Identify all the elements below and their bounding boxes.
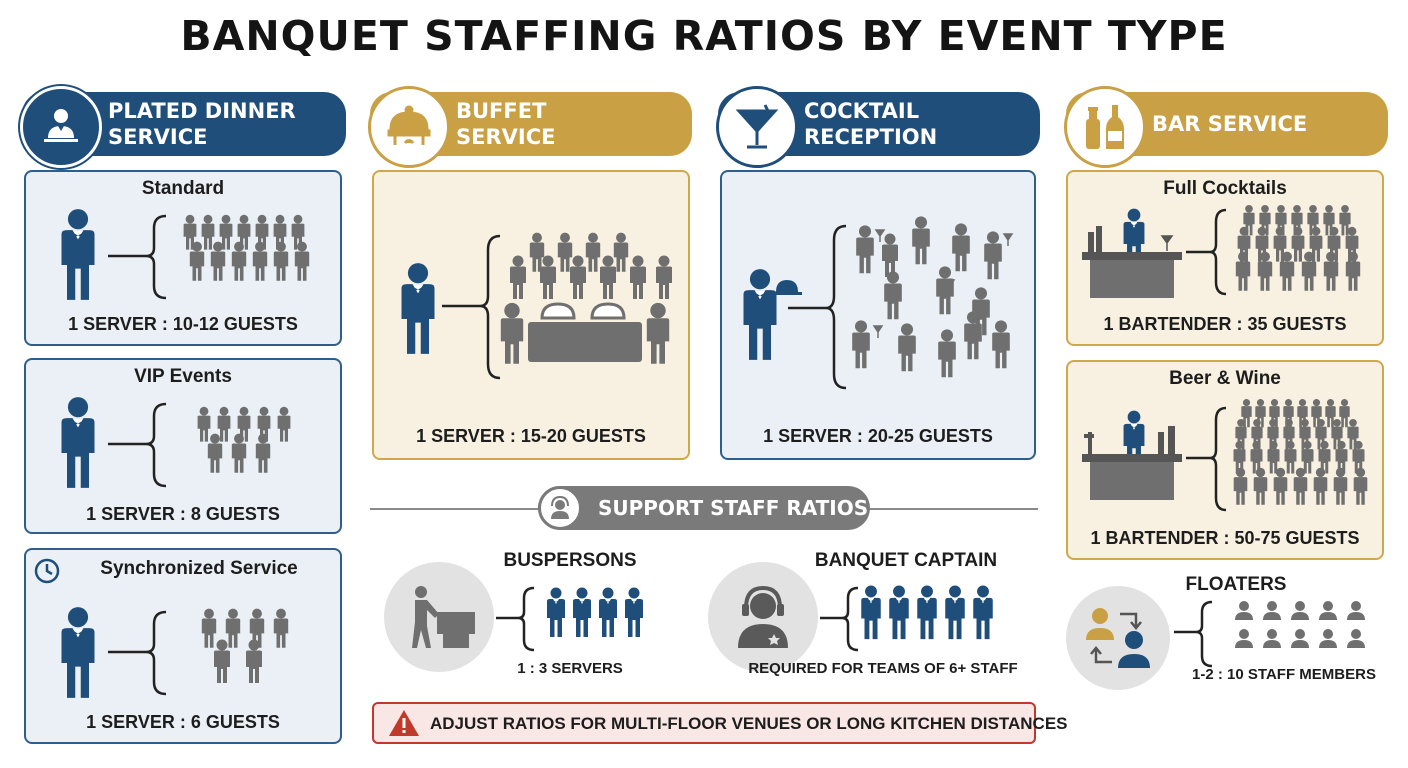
bar-full-cocktails-card: Full Cocktails 1 BARTENDER : 35 GUESTS bbox=[1066, 170, 1384, 346]
ratio-label: 1 SERVER : 8 GUESTS bbox=[86, 504, 280, 524]
banquet-captain-title: BANQUET CAPTAIN bbox=[814, 550, 998, 571]
bracket-connector bbox=[108, 214, 167, 300]
adjust-ratios-note: ADJUST RATIOS FOR MULTI-FLOOR VENUES OR … bbox=[372, 702, 1068, 744]
server-figure bbox=[61, 397, 95, 488]
bracket-connector bbox=[1174, 600, 1213, 668]
support-staff-header: SUPPORT STAFF RATIOS bbox=[538, 486, 870, 530]
bracket-connector bbox=[1186, 406, 1227, 512]
server-group bbox=[547, 587, 643, 637]
server-figure bbox=[61, 607, 95, 698]
buffet-card: 1 SERVER : 15-20 GUESTS bbox=[372, 170, 690, 460]
bar-beer-wine-card: Beer & Wine 1 BARTENDER : 50-75 GUESTS bbox=[1066, 360, 1384, 560]
bracket-connector bbox=[496, 586, 535, 652]
buffet-guest-crowd bbox=[500, 232, 672, 364]
bracket-connector bbox=[1186, 208, 1227, 296]
serving-tray-icon bbox=[772, 280, 802, 295]
bar-service-header-label: BAR SERVICE bbox=[1152, 112, 1308, 136]
bracket-connector bbox=[820, 586, 859, 652]
ratio-label: 1 BARTENDER : 50-75 GUESTS bbox=[1090, 528, 1360, 548]
guest-group bbox=[183, 214, 310, 281]
banquet-captain-ratio: REQUIRED FOR TEAMS OF 6+ STAFF bbox=[748, 660, 1018, 677]
guest-group bbox=[1233, 399, 1368, 505]
cocktail-card: 1 SERVER : 20-25 GUESTS bbox=[720, 170, 1036, 460]
ratio-label: 1 SERVER : 15-20 GUESTS bbox=[416, 426, 646, 446]
ratio-label: 1 SERVER : 10-12 GUESTS bbox=[68, 314, 298, 334]
buffet-header-label: BUFFET SERVICE bbox=[456, 99, 556, 149]
plated-standard-card: Standard 1 SERVER : 10-12 GUESTS bbox=[24, 170, 342, 346]
guest-group bbox=[201, 608, 289, 683]
martini-glass-icon bbox=[716, 86, 798, 168]
plated-synchronized-card: Synchronized Service 1 SERVER : 6 GUESTS bbox=[24, 548, 342, 744]
bracket-connector bbox=[108, 402, 167, 488]
bottles-icon bbox=[1064, 86, 1146, 168]
support-staff-header-label: SUPPORT STAFF RATIOS bbox=[598, 496, 869, 520]
bartender-station bbox=[1082, 208, 1182, 298]
adjust-ratios-note-text: ADJUST RATIOS FOR MULTI-FLOOR VENUES OR … bbox=[430, 714, 1068, 733]
bracket-connector bbox=[108, 610, 167, 696]
card-title: Full Cocktails bbox=[1163, 178, 1287, 199]
floaters-ratio: 1-2 : 10 STAFF MEMBERS bbox=[1192, 666, 1376, 683]
staff-team-group bbox=[861, 585, 993, 640]
clock-icon bbox=[34, 558, 60, 584]
headset-icon bbox=[538, 486, 582, 530]
staff-members-group bbox=[1235, 601, 1365, 648]
guest-group bbox=[197, 406, 291, 473]
card-title: VIP Events bbox=[134, 366, 232, 387]
page-title: BANQUET STAFFING RATIOS BY EVENT TYPE bbox=[180, 12, 1228, 60]
ratio-label: 1 BARTENDER : 35 GUESTS bbox=[1103, 314, 1347, 334]
rotation-icon bbox=[1066, 586, 1170, 690]
buspersons-title: BUSPERSONS bbox=[503, 550, 637, 571]
cocktail-guest-crowd bbox=[852, 216, 1014, 378]
guest-group bbox=[1235, 204, 1361, 291]
plated-vip-card: VIP Events 1 SERVER : 8 GUESTS bbox=[24, 358, 342, 534]
bracket-connector bbox=[788, 224, 847, 390]
ratio-label: 1 SERVER : 20-25 GUESTS bbox=[763, 426, 993, 446]
card-title: Beer & Wine bbox=[1169, 368, 1281, 389]
ratio-label: 1 SERVER : 6 GUESTS bbox=[86, 712, 280, 732]
bracket-connector bbox=[442, 234, 501, 380]
buspersons-ratio: 1 : 3 SERVERS bbox=[517, 660, 623, 677]
busperson-icon bbox=[384, 562, 494, 672]
waiter-icon bbox=[20, 86, 102, 168]
chafing-dish-icon bbox=[368, 86, 450, 168]
card-title: Standard bbox=[141, 178, 225, 199]
captain-headset-icon bbox=[708, 562, 818, 672]
server-figure bbox=[61, 209, 95, 300]
card-title: Synchronized Service bbox=[100, 558, 298, 579]
plated-dinner-header-label: PLATED DINNER SERVICE bbox=[108, 99, 296, 149]
server-figure bbox=[401, 263, 435, 354]
bartender-station bbox=[1082, 410, 1182, 500]
floaters-title: FLOATERS bbox=[1185, 574, 1287, 595]
warning-icon bbox=[389, 710, 419, 736]
cocktail-header-label: COCKTAIL RECEPTION bbox=[804, 99, 938, 149]
